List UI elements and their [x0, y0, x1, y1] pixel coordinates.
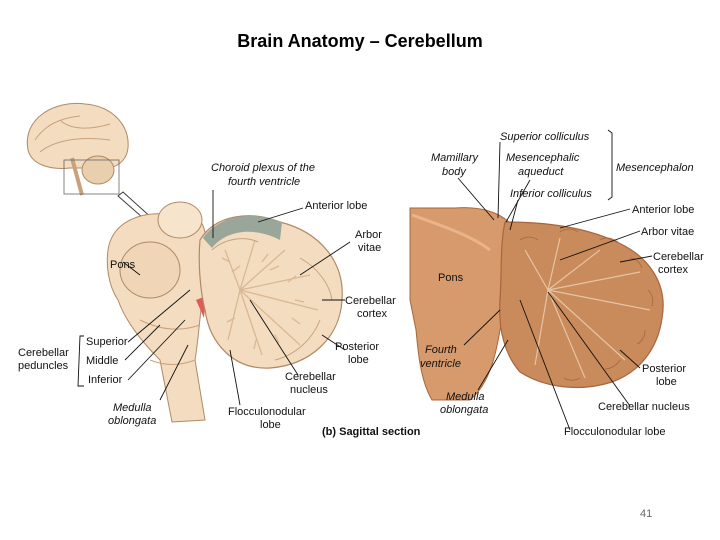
slide-title: Brain Anatomy – Cerebellum	[237, 31, 483, 51]
label-cerebellar-cortex: Cerebellar	[345, 295, 396, 307]
label-mesencephalic-aqueduct-2: aqueduct	[518, 166, 564, 178]
label-fourth-ventricle-2: ventricle	[420, 358, 461, 370]
label-mamillary-body-2: body	[442, 166, 467, 178]
figure-caption: (b) Sagittal section	[322, 426, 421, 438]
left-cerebellum	[198, 215, 343, 369]
label-anterior-lobe-right: Anterior lobe	[632, 204, 694, 216]
label-arbor-vitae-2: vitae	[358, 242, 381, 254]
label-inferior-colliculus: Inferior colliculus	[510, 188, 592, 200]
label-inferior: Inferior	[88, 374, 123, 386]
left-illustration: Choroid plexus of the fourth ventricle A…	[18, 102, 421, 438]
label-medulla-oblongata: Medulla	[113, 402, 152, 414]
label-arbor-vitae: Arbor	[355, 229, 382, 241]
label-flocculonodular-right: Flocculonodular lobe	[564, 426, 666, 438]
label-cerebellar-cortex-2: cortex	[357, 308, 387, 320]
label-posterior-lobe: Posterior	[335, 341, 379, 353]
label-superior-colliculus: Superior colliculus	[500, 131, 590, 143]
label-mesencephalon: Mesencephalon	[616, 162, 694, 174]
label-cerebellar-peduncles-2: peduncles	[18, 360, 69, 372]
label-fourth-ventricle: Fourth	[425, 344, 457, 356]
label-medulla-oblongata-2: oblongata	[108, 415, 156, 427]
label-mesencephalic-aqueduct: Mesencephalic	[506, 152, 580, 164]
label-anterior-lobe: Anterior lobe	[305, 200, 367, 212]
label-arbor-vitae-right: Arbor vitae	[641, 226, 694, 238]
right-specimen	[409, 207, 664, 401]
label-cerebellar-cortex-right: Cerebellar	[653, 251, 704, 263]
inset-brain	[26, 102, 161, 233]
label-cerebellar-cortex-right-2: cortex	[658, 264, 688, 276]
label-posterior-lobe-right-2: lobe	[656, 376, 677, 388]
label-choroid-plexus: Choroid plexus of the	[211, 162, 315, 174]
right-leaders	[457, 129, 653, 431]
label-choroid-plexus-2: fourth ventricle	[228, 176, 300, 188]
label-cerebellar-peduncles: Cerebellar	[18, 347, 69, 359]
label-medulla-right-2: oblongata	[440, 404, 488, 416]
label-cerebellar-nucleus: Cerebellar	[285, 371, 336, 383]
label-cerebellar-nucleus-2: nucleus	[290, 384, 328, 396]
label-medulla-right: Medulla	[446, 391, 485, 403]
label-pons: Pons	[110, 259, 136, 271]
label-pons-right: Pons	[438, 272, 464, 284]
label-middle: Middle	[86, 355, 118, 367]
label-mamillary-body: Mamillary	[431, 152, 480, 164]
label-posterior-lobe-2: lobe	[348, 354, 369, 366]
slide-number: 41	[640, 508, 653, 520]
label-flocculonodular: Flocculonodular	[228, 406, 306, 418]
label-flocculonodular-2: lobe	[260, 419, 281, 431]
left-leaders	[77, 190, 351, 406]
label-cerebellar-nucleus-right: Cerebellar nucleus	[598, 401, 690, 413]
label-posterior-lobe-right: Posterior	[642, 363, 686, 375]
brainstem	[106, 209, 209, 423]
label-superior: Superior	[86, 336, 128, 348]
